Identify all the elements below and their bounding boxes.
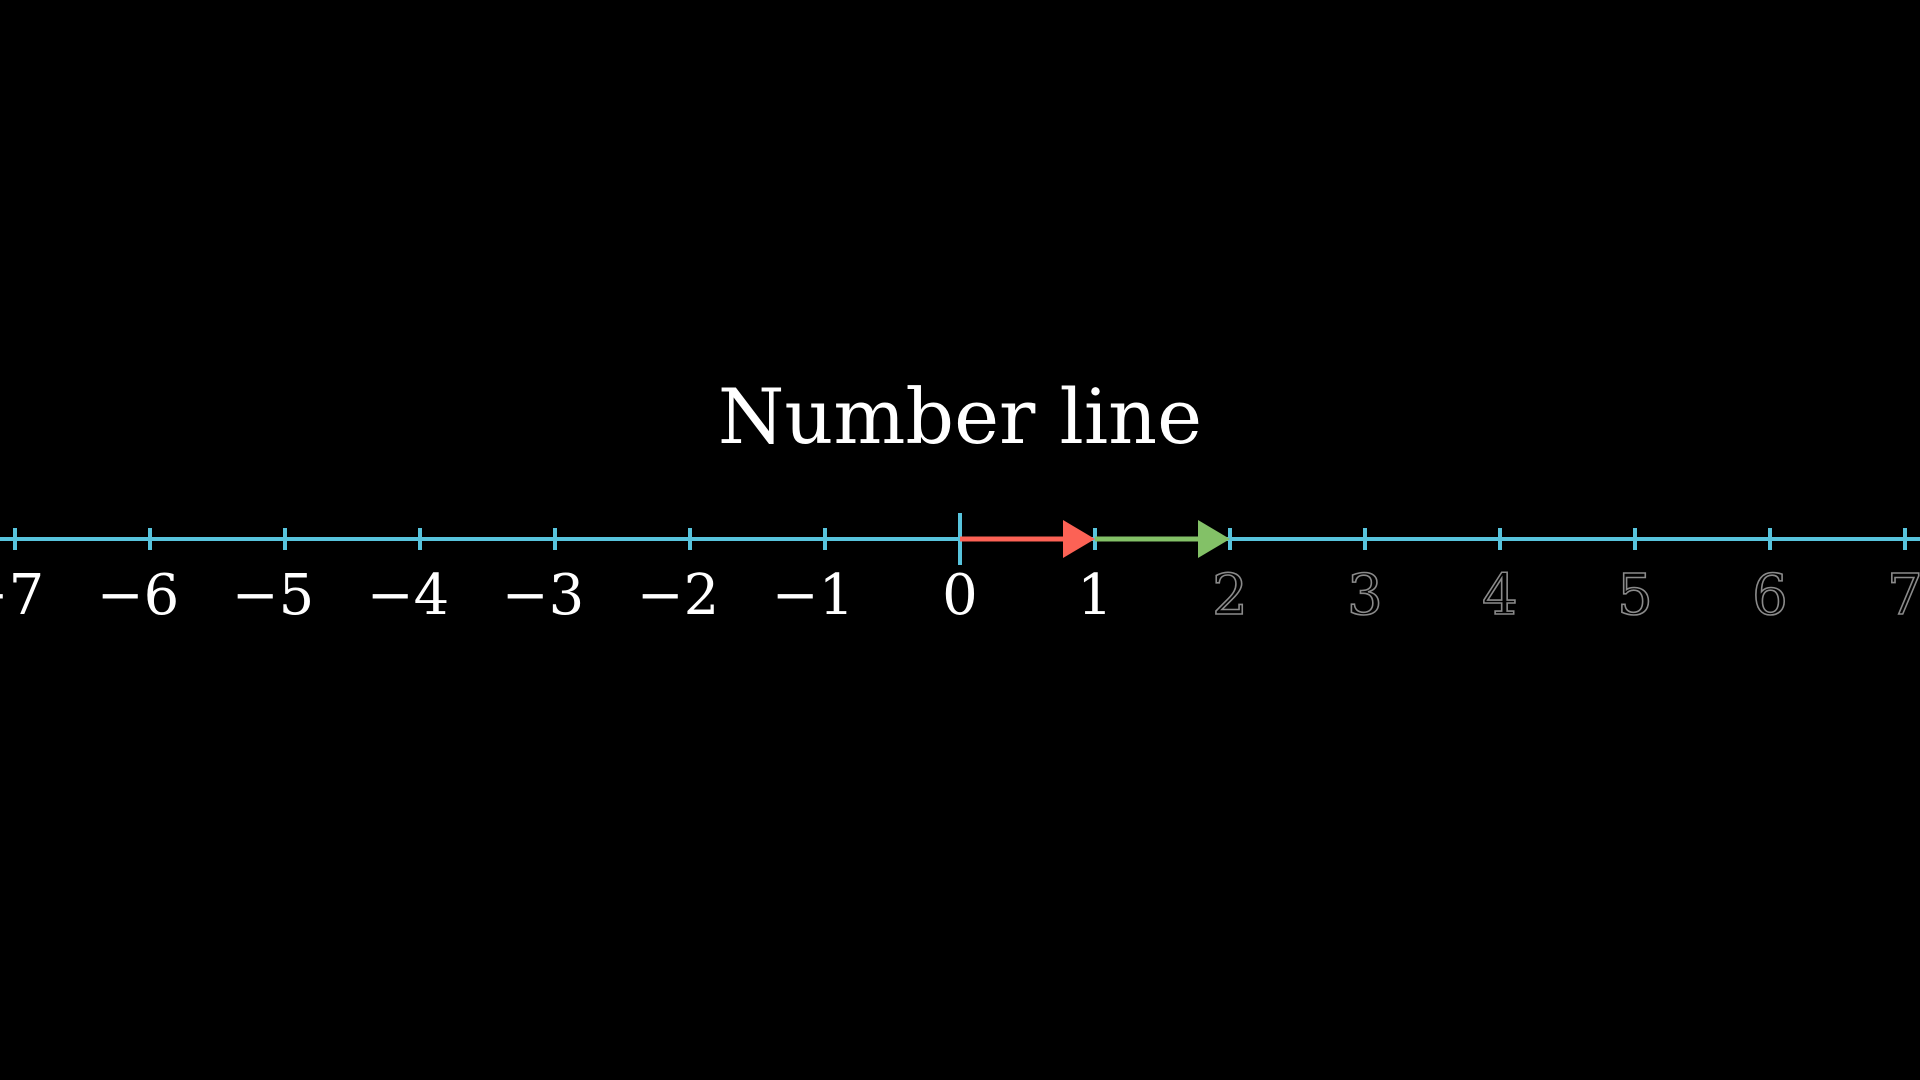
tick-label-7: 7 [1887, 563, 1920, 628]
tick-label-5: 5 [1617, 563, 1653, 628]
vectors [960, 520, 1230, 558]
tick-label-2: 2 [1212, 563, 1248, 628]
tick-label--7: −7 [0, 563, 44, 628]
tick-label--2: −2 [637, 563, 720, 628]
tick-label-0: 0 [942, 563, 978, 628]
page-title: Number line [717, 372, 1203, 461]
tick-label--5: −5 [232, 563, 315, 628]
tick-label--6: −6 [97, 563, 180, 628]
tick-label--4: −4 [367, 563, 450, 628]
tick-label-6: 6 [1752, 563, 1788, 628]
tick-label--1: −1 [772, 563, 855, 628]
tick-labels: −7 −6 −5 −4 −3 −2 −1 0 1 2 3 4 5 6 7 [0, 562, 1920, 629]
green-vector-arrowhead [1198, 520, 1230, 558]
tick-label--3: −3 [502, 563, 585, 628]
red-vector-arrowhead [1063, 520, 1095, 558]
tick-label-4: 4 [1482, 563, 1518, 628]
tick-label-3: 3 [1347, 563, 1383, 628]
tick-label-1: 1 [1077, 563, 1113, 628]
